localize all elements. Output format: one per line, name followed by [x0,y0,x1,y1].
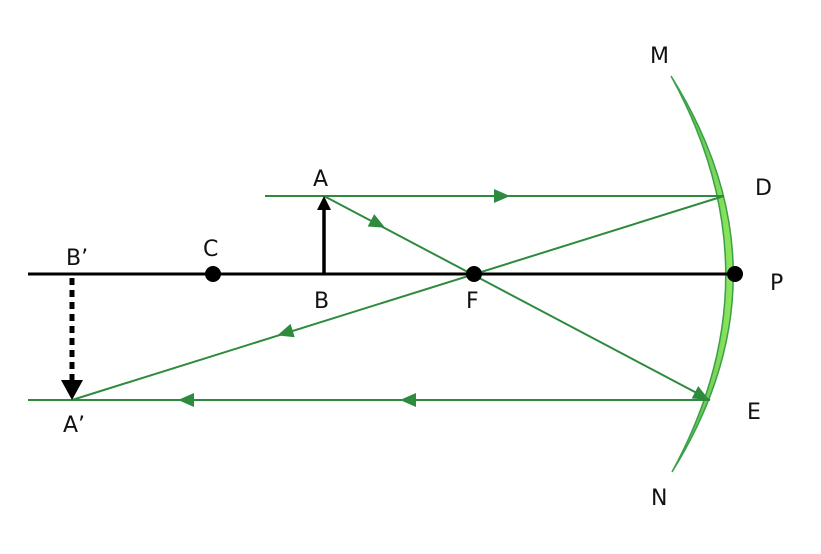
incident-ray-through-focus [323,195,711,401]
point-F [466,266,482,282]
ray-arrow-left [400,393,416,407]
label-A: A [313,167,328,192]
label-A-prime: A’ [63,413,85,438]
label-B: B [314,289,329,314]
reflected-ray-through-focus [71,195,725,401]
point-C [205,266,221,282]
object-arrow-head [317,196,331,210]
ray-arrow-right [494,189,510,203]
label-N: N [651,486,667,511]
ray-arrow-down-left [277,323,295,338]
concave-mirror [670,75,734,473]
label-C: C [203,237,218,262]
ray-arrow-down-right [367,214,386,228]
image-arrow-head [61,380,83,400]
label-B-prime: B’ [66,246,88,271]
label-D: D [755,176,772,201]
point-P [727,266,743,282]
label-E: E [747,400,761,425]
ray-arrow-down-right [691,386,710,400]
label-P: P [770,271,783,296]
label-F: F [466,289,479,314]
label-M: M [650,44,669,69]
ray-arrow-left [178,393,194,407]
